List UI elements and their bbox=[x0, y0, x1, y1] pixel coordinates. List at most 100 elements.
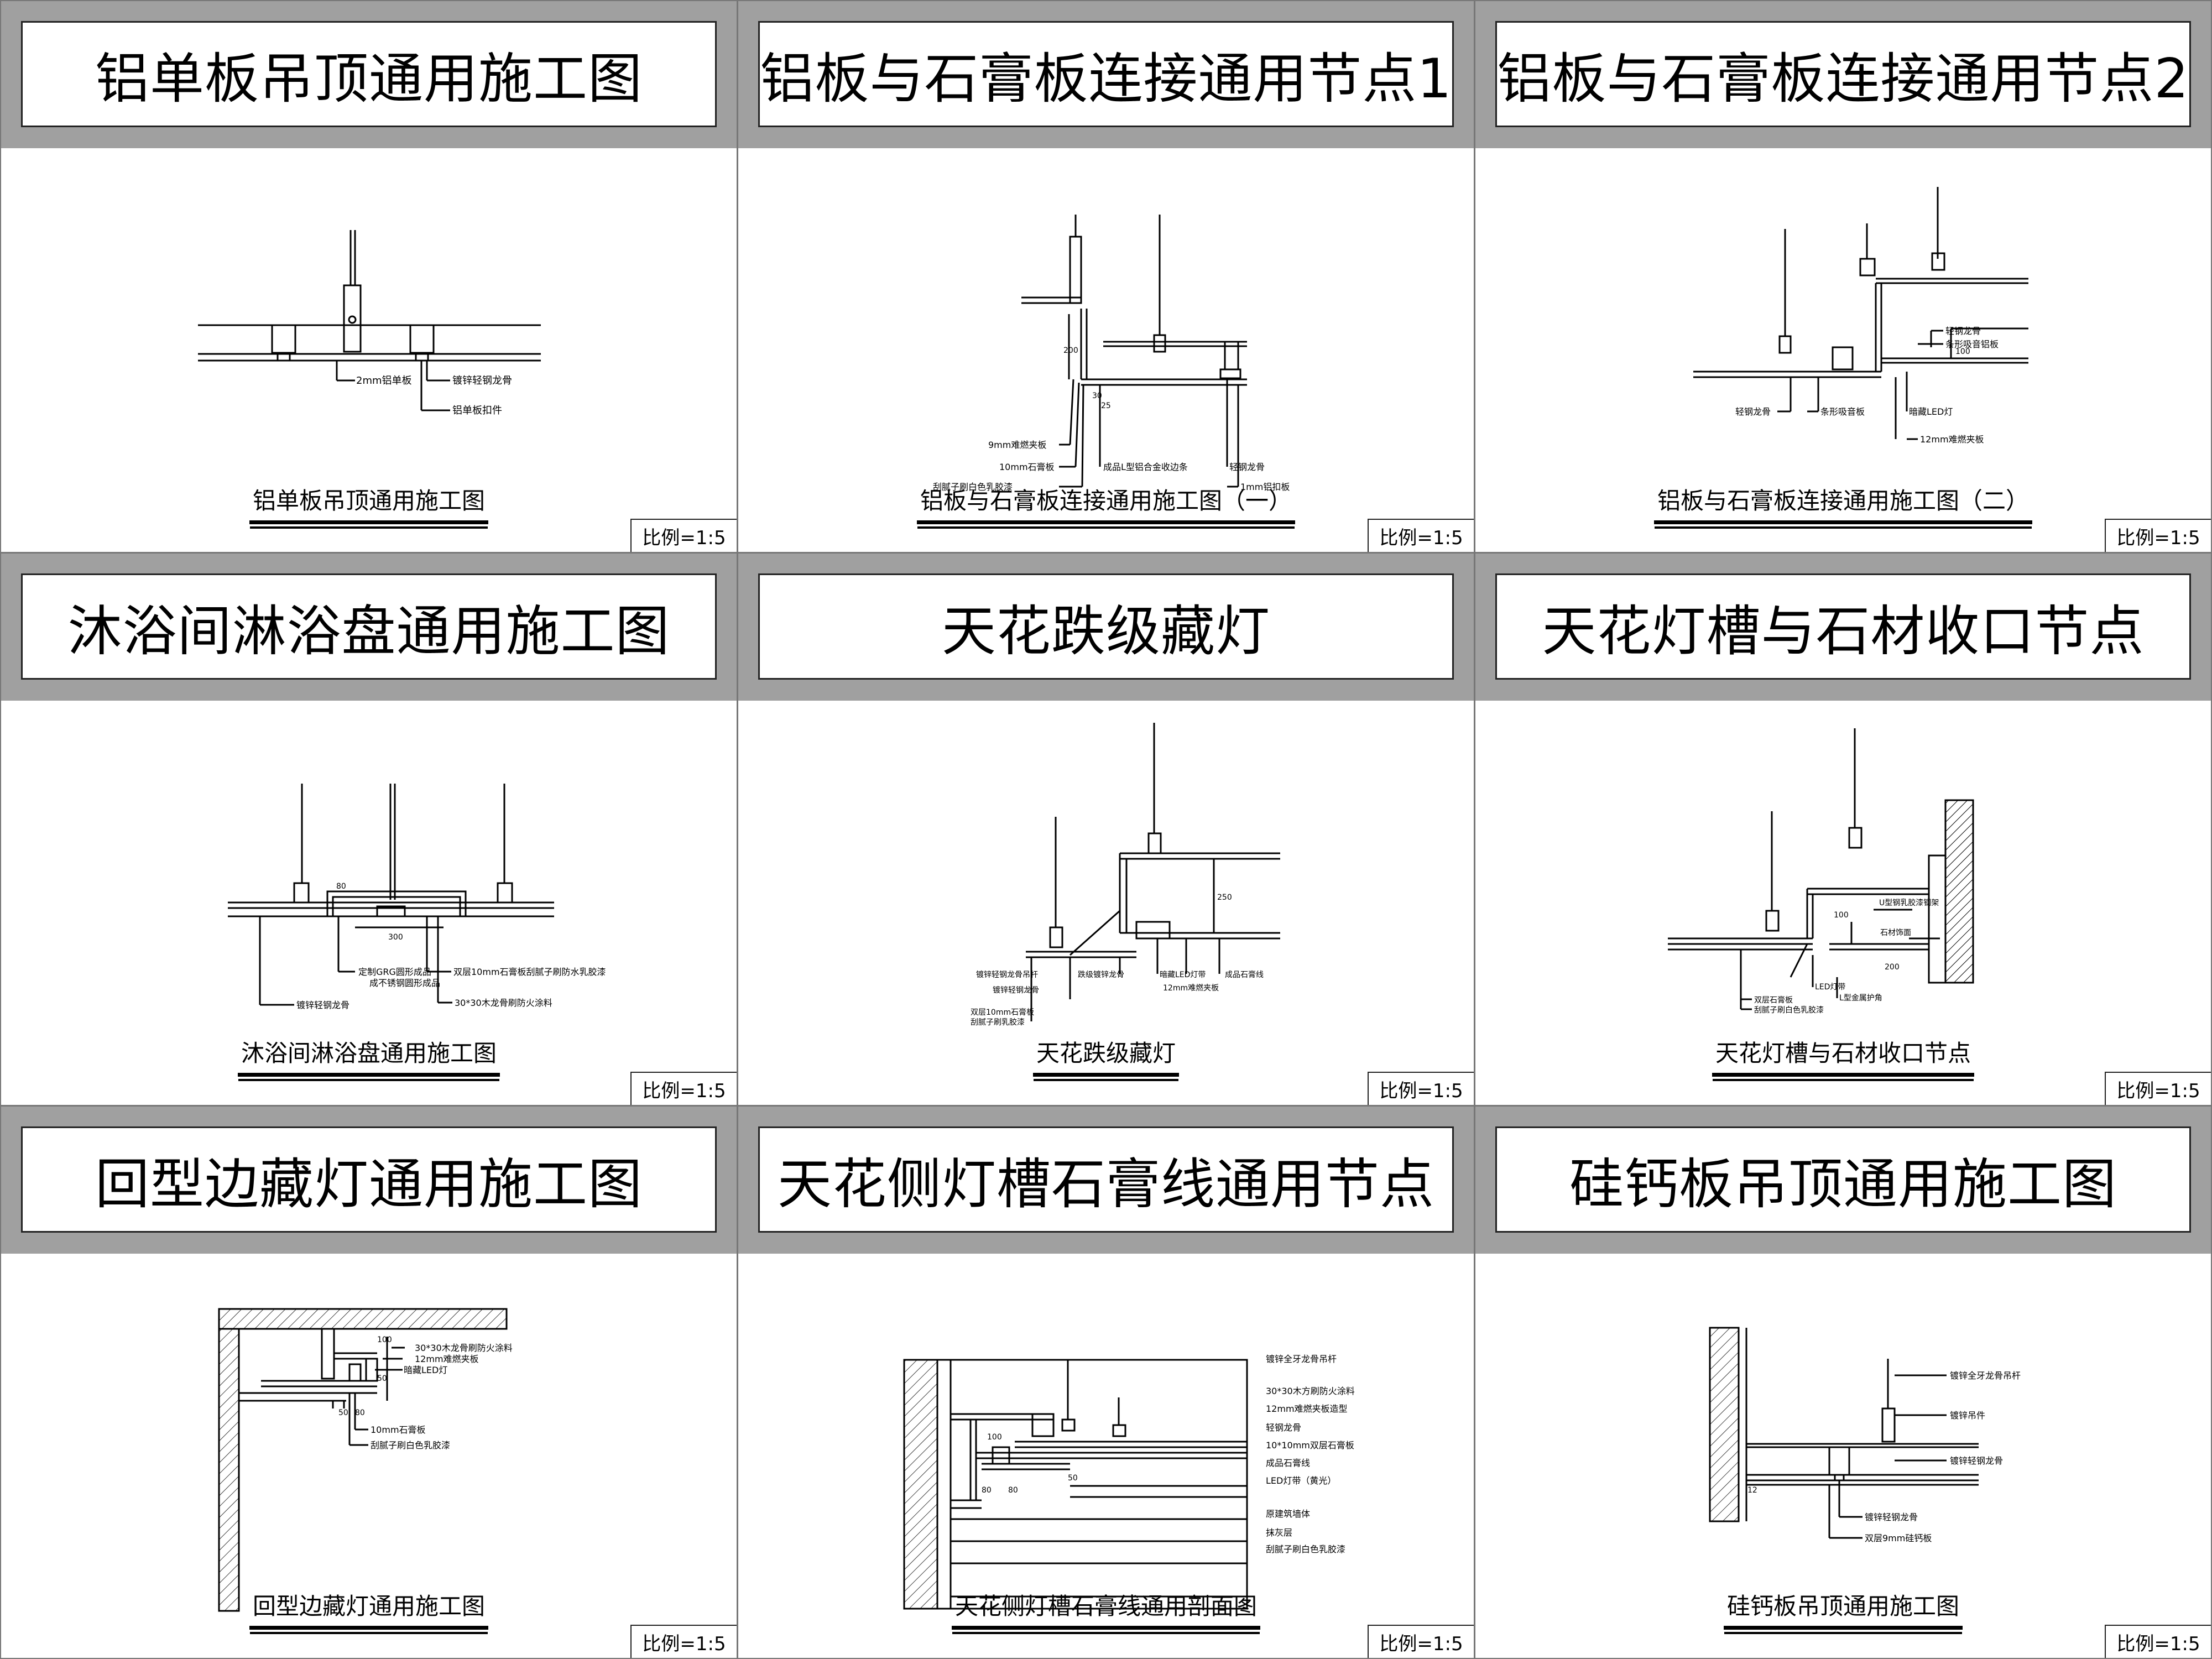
scale-label: 比例=1:5 bbox=[630, 519, 737, 552]
panel-loop-edge-light: 回型边藏灯通用施工图 bbox=[0, 1105, 738, 1659]
label-fire-board-12: 12mm难燃夹板 bbox=[1920, 434, 1984, 445]
panel-caption-wrap: 天花侧灯槽石膏线通用剖面图 bbox=[738, 1588, 1474, 1630]
panel-caption-wrap: 铝板与石膏板连接通用施工图（一） bbox=[738, 482, 1474, 524]
label-keel-bottom: 轻钢龙骨 bbox=[1735, 406, 1771, 417]
label-full-thread-rod: 镀锌全牙龙骨吊杆 bbox=[1950, 1370, 2021, 1381]
panel-stepped-ceiling-light: 天花跌级藏灯 bbox=[737, 552, 1475, 1106]
label-light-keel: 轻钢龙骨 bbox=[1266, 1422, 1301, 1433]
label-double-gypsum: 双层10mm石膏板 bbox=[971, 1008, 1034, 1017]
label-led-strip: LED灯带 bbox=[1815, 983, 1845, 992]
panel-caption-wrap: 铝板与石膏板连接通用施工图（二） bbox=[1475, 482, 2211, 524]
label-hanger: 镀锌吊件 bbox=[1950, 1410, 1985, 1421]
label-fire-board: 12mm难燃夹板 bbox=[415, 1354, 479, 1364]
panel-aluminum-ceiling: 铝单板吊顶通用施工图 2mm铝单板 镀锌轻钢龙骨 bbox=[0, 0, 738, 553]
panel-title: 天花侧灯槽石膏线通用节点 bbox=[777, 1153, 1434, 1216]
label-gypsum-board: 10mm石膏板 bbox=[371, 1425, 426, 1435]
panel-caption: 硅钙板吊顶通用施工图 bbox=[1723, 1588, 1963, 1630]
panel-title-box: 铝板与石膏板连接通用节点2 bbox=[1495, 21, 2191, 127]
label-acoustic-board: 条形吸音板 bbox=[1820, 406, 1865, 417]
dim-100: 100 bbox=[987, 1433, 1002, 1442]
section-drawing: 300 80 定制GRG圆形成品 成不锈钢圆形成品 双层10mm石膏板刮腻子刷防… bbox=[228, 784, 606, 1010]
panel-caption-wrap: 回型边藏灯通用施工图 bbox=[1, 1588, 737, 1630]
panel-caption-wrap: 沐浴间淋浴盘通用施工图 bbox=[1, 1035, 737, 1077]
panel-caption: 天花跌级藏灯 bbox=[1032, 1035, 1179, 1077]
label-fire-board-shape: 12mm难燃夹板造型 bbox=[1266, 1404, 1348, 1414]
dim-100: 100 bbox=[377, 1335, 392, 1344]
label-light-keel: 轻钢龙骨 bbox=[1229, 462, 1265, 472]
panel-caption-wrap: 天花灯槽与石材收口节点 bbox=[1475, 1035, 2211, 1077]
label-original-wall: 原建筑墙体 bbox=[1266, 1509, 1310, 1519]
label-white-paint: 刮腻子刷白色乳胶漆 bbox=[1754, 1005, 1824, 1015]
dim-50: 50 bbox=[338, 1408, 348, 1417]
panel-side-trough-gypsum-line: 天花侧灯槽石膏线通用节点 bbox=[737, 1105, 1475, 1659]
label-plaster: 抹灰层 bbox=[1266, 1527, 1292, 1538]
label-led-hidden: 暗藏LED灯 bbox=[404, 1365, 447, 1375]
scale-label: 比例=1:5 bbox=[2105, 1072, 2211, 1105]
section-drawing: 镀锌轻钢龙骨吊杆 镀锌轻钢龙骨 双层10mm石膏板 刮腻子刷乳胶漆 跌级镀锌龙骨… bbox=[971, 723, 1280, 1027]
label-wood-square: 30*30木方刷防火涂料 bbox=[1266, 1386, 1355, 1396]
scale-label: 比例=1:5 bbox=[630, 1072, 737, 1105]
label-double-board: 双层9mm硅钙板 bbox=[1865, 1533, 1932, 1543]
scale-label: 比例=1:5 bbox=[2105, 1625, 2211, 1658]
dim-200: 200 bbox=[1885, 963, 1900, 972]
label-l-corner: L型金属护角 bbox=[1839, 994, 1882, 1003]
panel-title: 沐浴间淋浴盘通用施工图 bbox=[67, 600, 670, 663]
label-acoustic-aluminum: 条形吸音铝板 bbox=[1945, 339, 1999, 349]
panel-caption: 铝板与石膏板连接通用施工图（二） bbox=[1653, 482, 2032, 524]
dim-80b: 80 bbox=[1008, 1486, 1018, 1495]
label-gypsum-board: 10mm石膏板 bbox=[999, 462, 1055, 472]
label-steel-product: 成不锈钢圆形成品 bbox=[369, 978, 440, 988]
scale-label: 比例=1:5 bbox=[1368, 519, 1474, 552]
panel-caption-wrap: 铝单板吊顶通用施工图 bbox=[1, 482, 737, 524]
panel-title-box: 天花跌级藏灯 bbox=[758, 573, 1454, 680]
section-drawing: 2mm铝单板 镀锌轻钢龙骨 铝单板扣件 bbox=[198, 230, 541, 416]
scale-label: 比例=1:5 bbox=[2105, 519, 2211, 552]
section-drawing: 镀锌全牙龙骨吊杆 镀锌吊件 镀锌轻钢龙骨 镀锌轻钢龙骨 双层9mm硅钙板 12 bbox=[1709, 1327, 2021, 1543]
label-double-gypsum: 10*10mm双层石膏板 bbox=[1266, 1440, 1354, 1451]
section-drawing: 9mm难燃夹板 10mm石膏板 刮腻子刷白色乳胶漆 成品L型铝合金收边条 轻钢龙… bbox=[933, 215, 1290, 492]
label-keel-top: 轻钢龙骨 bbox=[1945, 326, 1981, 336]
dim-50b: 50 bbox=[377, 1374, 387, 1383]
panel-caption: 铝单板吊顶通用施工图 bbox=[249, 482, 488, 524]
panel-shower-tray: 沐浴间淋浴盘通用施工图 bbox=[0, 552, 738, 1106]
panel-title-box: 铝单板吊顶通用施工图 bbox=[21, 21, 717, 127]
label-paint: 刮腻子刷白色乳胶漆 bbox=[1266, 1544, 1345, 1554]
label-fire-board: 12mm难燃夹板 bbox=[1163, 983, 1219, 993]
scale-label: 比例=1:5 bbox=[1368, 1625, 1474, 1658]
panel-title-box: 回型边藏灯通用施工图 bbox=[21, 1126, 717, 1233]
panel-caption-wrap: 天花跌级藏灯 bbox=[738, 1035, 1474, 1077]
panel-title-box: 沐浴间淋浴盘通用施工图 bbox=[21, 573, 717, 680]
section-drawing: 30*30木龙骨刷防火涂料 12mm难燃夹板 暗藏LED灯 10mm石膏板 刮腻… bbox=[218, 1308, 513, 1612]
label-led-yellow: LED灯带（黄光） bbox=[1266, 1475, 1336, 1486]
label-hanger-rod: 镀锌轻钢龙骨吊杆 bbox=[976, 970, 1038, 979]
panel-title: 回型边藏灯通用施工图 bbox=[95, 1153, 643, 1216]
panel-caption: 沐浴间淋浴盘通用施工图 bbox=[237, 1035, 500, 1077]
label-aluminum-clip: 1mm铝扣板 bbox=[1240, 482, 1290, 492]
label-panel-clip: 铝单板扣件 bbox=[452, 405, 502, 416]
label-led-hidden: 暗藏LED灯 bbox=[1909, 406, 1953, 417]
dim-25: 25 bbox=[1101, 401, 1111, 410]
dim-100: 100 bbox=[1955, 347, 1970, 356]
panel-caption: 天花灯槽与石材收口节点 bbox=[1712, 1035, 1974, 1077]
panel-aluminum-gypsum-node-1: 铝板与石膏板连接通用节点1 bbox=[737, 0, 1475, 553]
dim-300: 300 bbox=[388, 933, 403, 942]
label-steel-keel-sub: 镀锌轻钢龙骨 bbox=[1865, 1512, 1918, 1522]
label-paint-finish: 刮腻子刷白色乳胶漆 bbox=[933, 482, 1013, 492]
label-full-thread-rod: 镀锌全牙龙骨吊杆 bbox=[1266, 1354, 1337, 1364]
panel-title: 铝单板吊顶通用施工图 bbox=[95, 48, 643, 111]
label-double-gypsum: 双层石膏板 bbox=[1754, 995, 1793, 1005]
dim-100: 100 bbox=[1834, 911, 1849, 920]
panel-title-box: 天花侧灯槽石膏线通用节点 bbox=[758, 1126, 1454, 1233]
panel-title: 硅钙板吊顶通用施工图 bbox=[1569, 1153, 2117, 1216]
dim-250: 250 bbox=[1217, 893, 1232, 902]
panel-title: 天花灯槽与石材收口节点 bbox=[1542, 600, 2145, 663]
label-gypsum-line: 成品石膏线 bbox=[1266, 1458, 1310, 1468]
label-wood-keel: 30*30木龙骨刷防火涂料 bbox=[455, 998, 552, 1008]
label-double-gypsum: 双层10mm石膏板刮腻子刷防水乳胶漆 bbox=[453, 967, 606, 977]
panel-title: 铝板与石膏板连接通用节点2 bbox=[1497, 48, 2189, 111]
panel-caption: 回型边藏灯通用施工图 bbox=[249, 1588, 488, 1630]
label-steel-keel-main: 镀锌轻钢龙骨 bbox=[1950, 1455, 2003, 1466]
section-drawing: U型钢乳胶漆钢架 石材饰面 100 200 双层石膏板 刮腻子刷白色乳胶漆 LE… bbox=[1668, 728, 1974, 1015]
scale-label: 比例=1:5 bbox=[1368, 1072, 1474, 1105]
dim-80: 80 bbox=[355, 1408, 365, 1417]
